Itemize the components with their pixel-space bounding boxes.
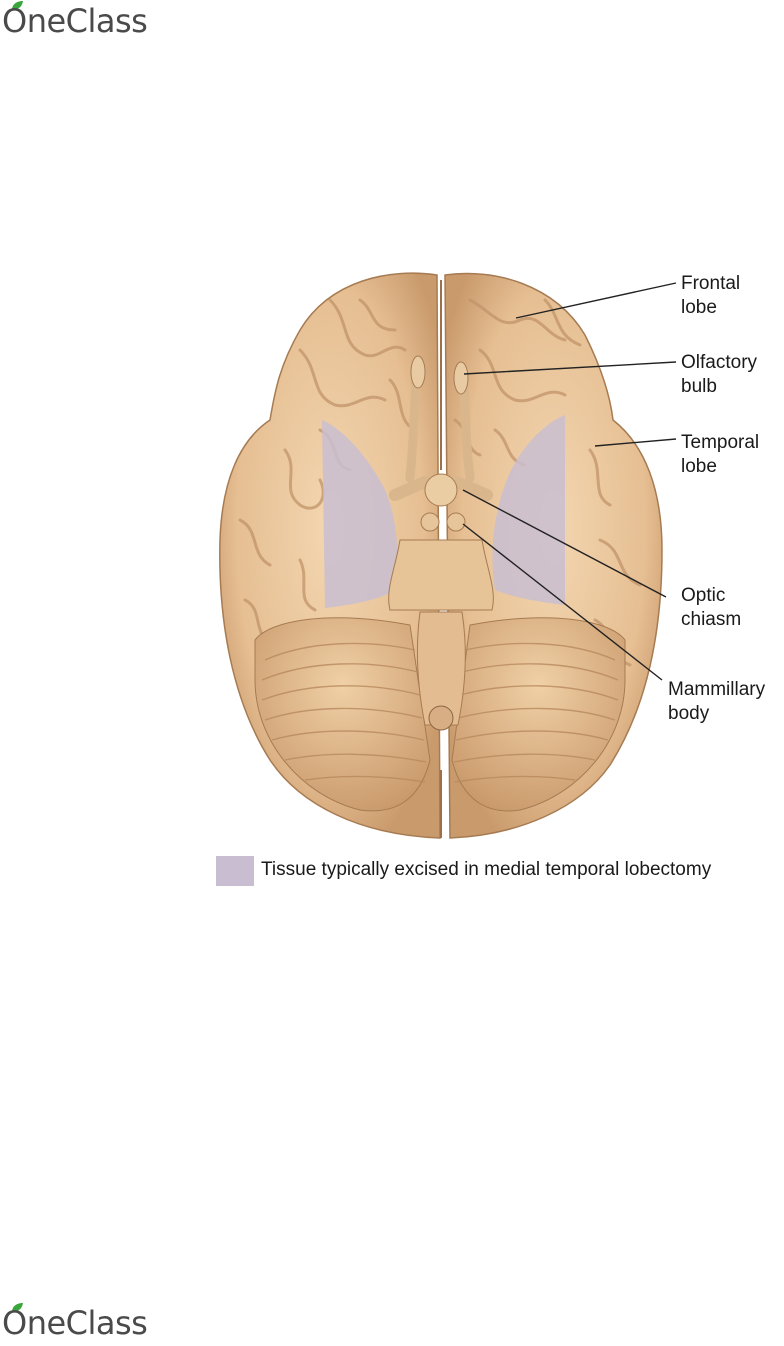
label-optic-chiasm-line1: Optic xyxy=(681,584,741,608)
olfactory-bulb-left xyxy=(411,356,425,388)
label-frontal-lobe: Frontal lobe xyxy=(681,272,740,320)
legend-swatch xyxy=(216,856,254,886)
mammillary-body-left xyxy=(421,513,439,531)
label-mammillary-body-line2: body xyxy=(668,702,765,726)
label-mammillary-body: Mammillary body xyxy=(668,678,765,726)
olfactory-bulb-right xyxy=(454,362,468,394)
label-mammillary-body-line1: Mammillary xyxy=(668,678,765,702)
label-olfactory-bulb-line2: bulb xyxy=(681,375,757,399)
label-optic-chiasm-line2: chiasm xyxy=(681,608,741,632)
label-temporal-lobe-line2: lobe xyxy=(681,455,759,479)
label-temporal-lobe-line1: Temporal xyxy=(681,431,759,455)
spinal-cord-section xyxy=(429,706,453,730)
label-frontal-lobe-line1: Frontal xyxy=(681,272,740,296)
brand-name: OneClass xyxy=(2,1304,147,1342)
legend-text: Tissue typically excised in medial tempo… xyxy=(261,859,711,881)
mammillary-body-right xyxy=(447,513,465,531)
label-olfactory-bulb: Olfactory bulb xyxy=(681,351,757,399)
label-frontal-lobe-line2: lobe xyxy=(681,296,740,320)
optic-chiasm xyxy=(425,474,457,506)
label-optic-chiasm: Optic chiasm xyxy=(681,584,741,632)
label-temporal-lobe: Temporal lobe xyxy=(681,431,759,479)
label-olfactory-bulb-line1: Olfactory xyxy=(681,351,757,375)
oneclass-logo-bottom: OneClass xyxy=(2,1302,202,1346)
pons xyxy=(389,540,494,610)
